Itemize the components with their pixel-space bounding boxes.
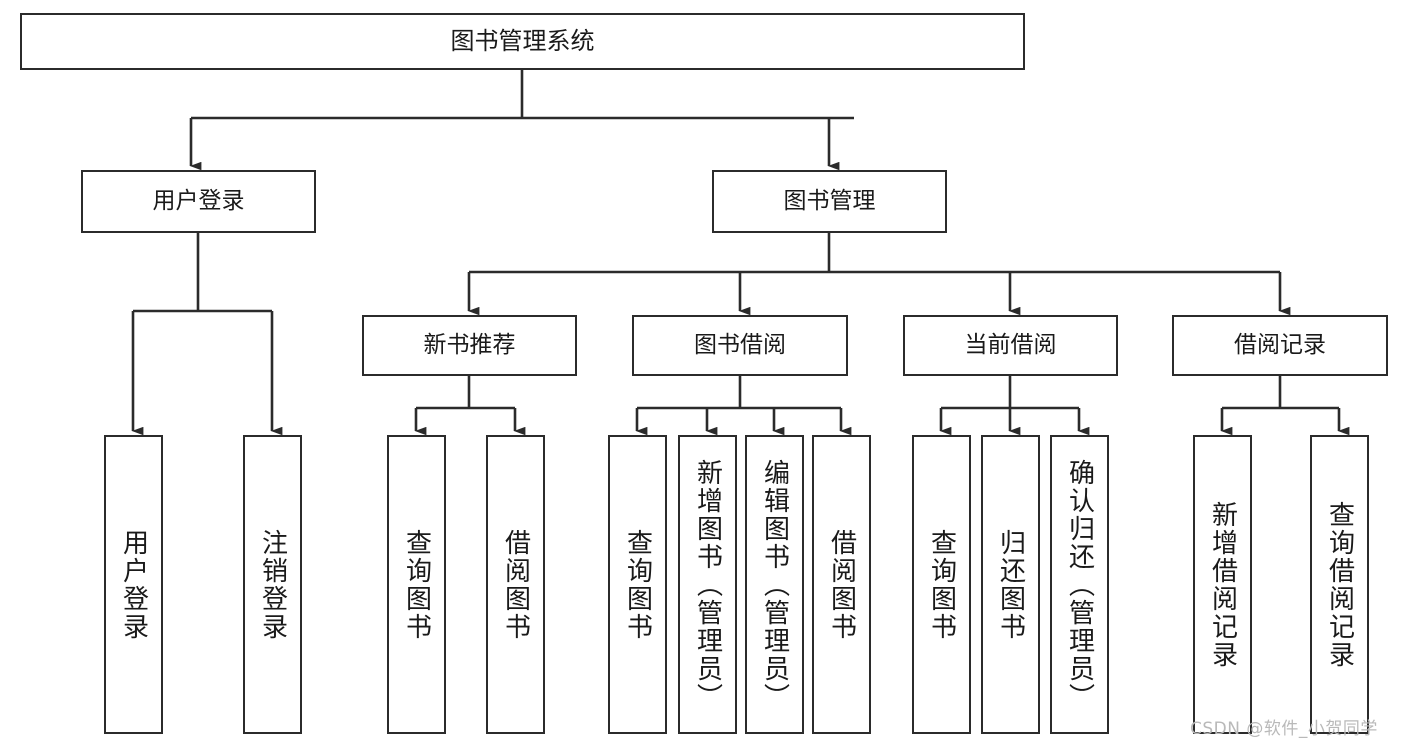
node-new-book-recommend[interactable]: 新书推荐 [362, 315, 577, 376]
node-book-borrow-label: 图书借阅 [694, 332, 786, 359]
node-leaf-return-book[interactable]: 归还图书 [981, 435, 1040, 734]
node-leaf-confirm-return-admin-label: 确认归还（管理员） [1064, 458, 1095, 711]
node-leaf-borrow-book[interactable]: 借阅图书 [812, 435, 871, 734]
node-leaf-borrow-book-label: 借阅图书 [826, 528, 857, 641]
node-user-login-label: 用户登录 [152, 188, 245, 215]
node-leaf-query-book-recommend[interactable]: 查询图书 [387, 435, 446, 734]
node-root-book-management-system[interactable]: 图书管理系统 [20, 13, 1025, 70]
node-leaf-query-book-current-label: 查询图书 [926, 528, 957, 641]
node-borrow-record-label: 借阅记录 [1234, 332, 1326, 359]
node-current-borrow[interactable]: 当前借阅 [903, 315, 1118, 376]
node-leaf-logout-label: 注销登录 [257, 528, 288, 641]
node-leaf-user-login[interactable]: 用户登录 [104, 435, 163, 734]
node-leaf-edit-book-admin-label: 编辑图书（管理员） [759, 458, 790, 711]
node-new-book-recommend-label: 新书推荐 [423, 332, 516, 359]
node-leaf-query-borrow-record[interactable]: 查询借阅记录 [1310, 435, 1369, 734]
node-leaf-add-book-admin[interactable]: 新增图书（管理员） [678, 435, 737, 734]
node-user-login[interactable]: 用户登录 [81, 170, 316, 233]
node-leaf-query-book-current[interactable]: 查询图书 [912, 435, 971, 734]
node-leaf-confirm-return-admin[interactable]: 确认归还（管理员） [1050, 435, 1109, 734]
node-leaf-query-book-borrow-label: 查询图书 [622, 528, 653, 641]
node-book-management[interactable]: 图书管理 [712, 170, 947, 233]
node-leaf-return-book-label: 归还图书 [995, 528, 1026, 641]
node-book-borrow[interactable]: 图书借阅 [632, 315, 848, 376]
node-leaf-logout[interactable]: 注销登录 [243, 435, 302, 734]
node-leaf-add-borrow-record-label: 新增借阅记录 [1207, 500, 1238, 669]
node-leaf-borrow-book-recommend[interactable]: 借阅图书 [486, 435, 545, 734]
node-root-label: 图书管理系统 [450, 26, 595, 55]
node-leaf-user-login-label: 用户登录 [118, 528, 149, 641]
node-leaf-query-book-borrow[interactable]: 查询图书 [608, 435, 667, 734]
node-leaf-query-book-recommend-label: 查询图书 [401, 528, 432, 641]
node-leaf-edit-book-admin[interactable]: 编辑图书（管理员） [745, 435, 804, 734]
node-current-borrow-label: 当前借阅 [964, 332, 1057, 359]
node-leaf-borrow-book-recommend-label: 借阅图书 [500, 528, 531, 641]
node-leaf-add-borrow-record[interactable]: 新增借阅记录 [1193, 435, 1252, 734]
watermark-text: CSDN @软件_小贺同学 [1190, 719, 1378, 739]
node-leaf-add-book-admin-label: 新增图书（管理员） [692, 458, 723, 711]
node-leaf-query-borrow-record-label: 查询借阅记录 [1324, 500, 1355, 669]
node-book-management-label: 图书管理 [783, 188, 876, 215]
node-borrow-record[interactable]: 借阅记录 [1172, 315, 1388, 376]
